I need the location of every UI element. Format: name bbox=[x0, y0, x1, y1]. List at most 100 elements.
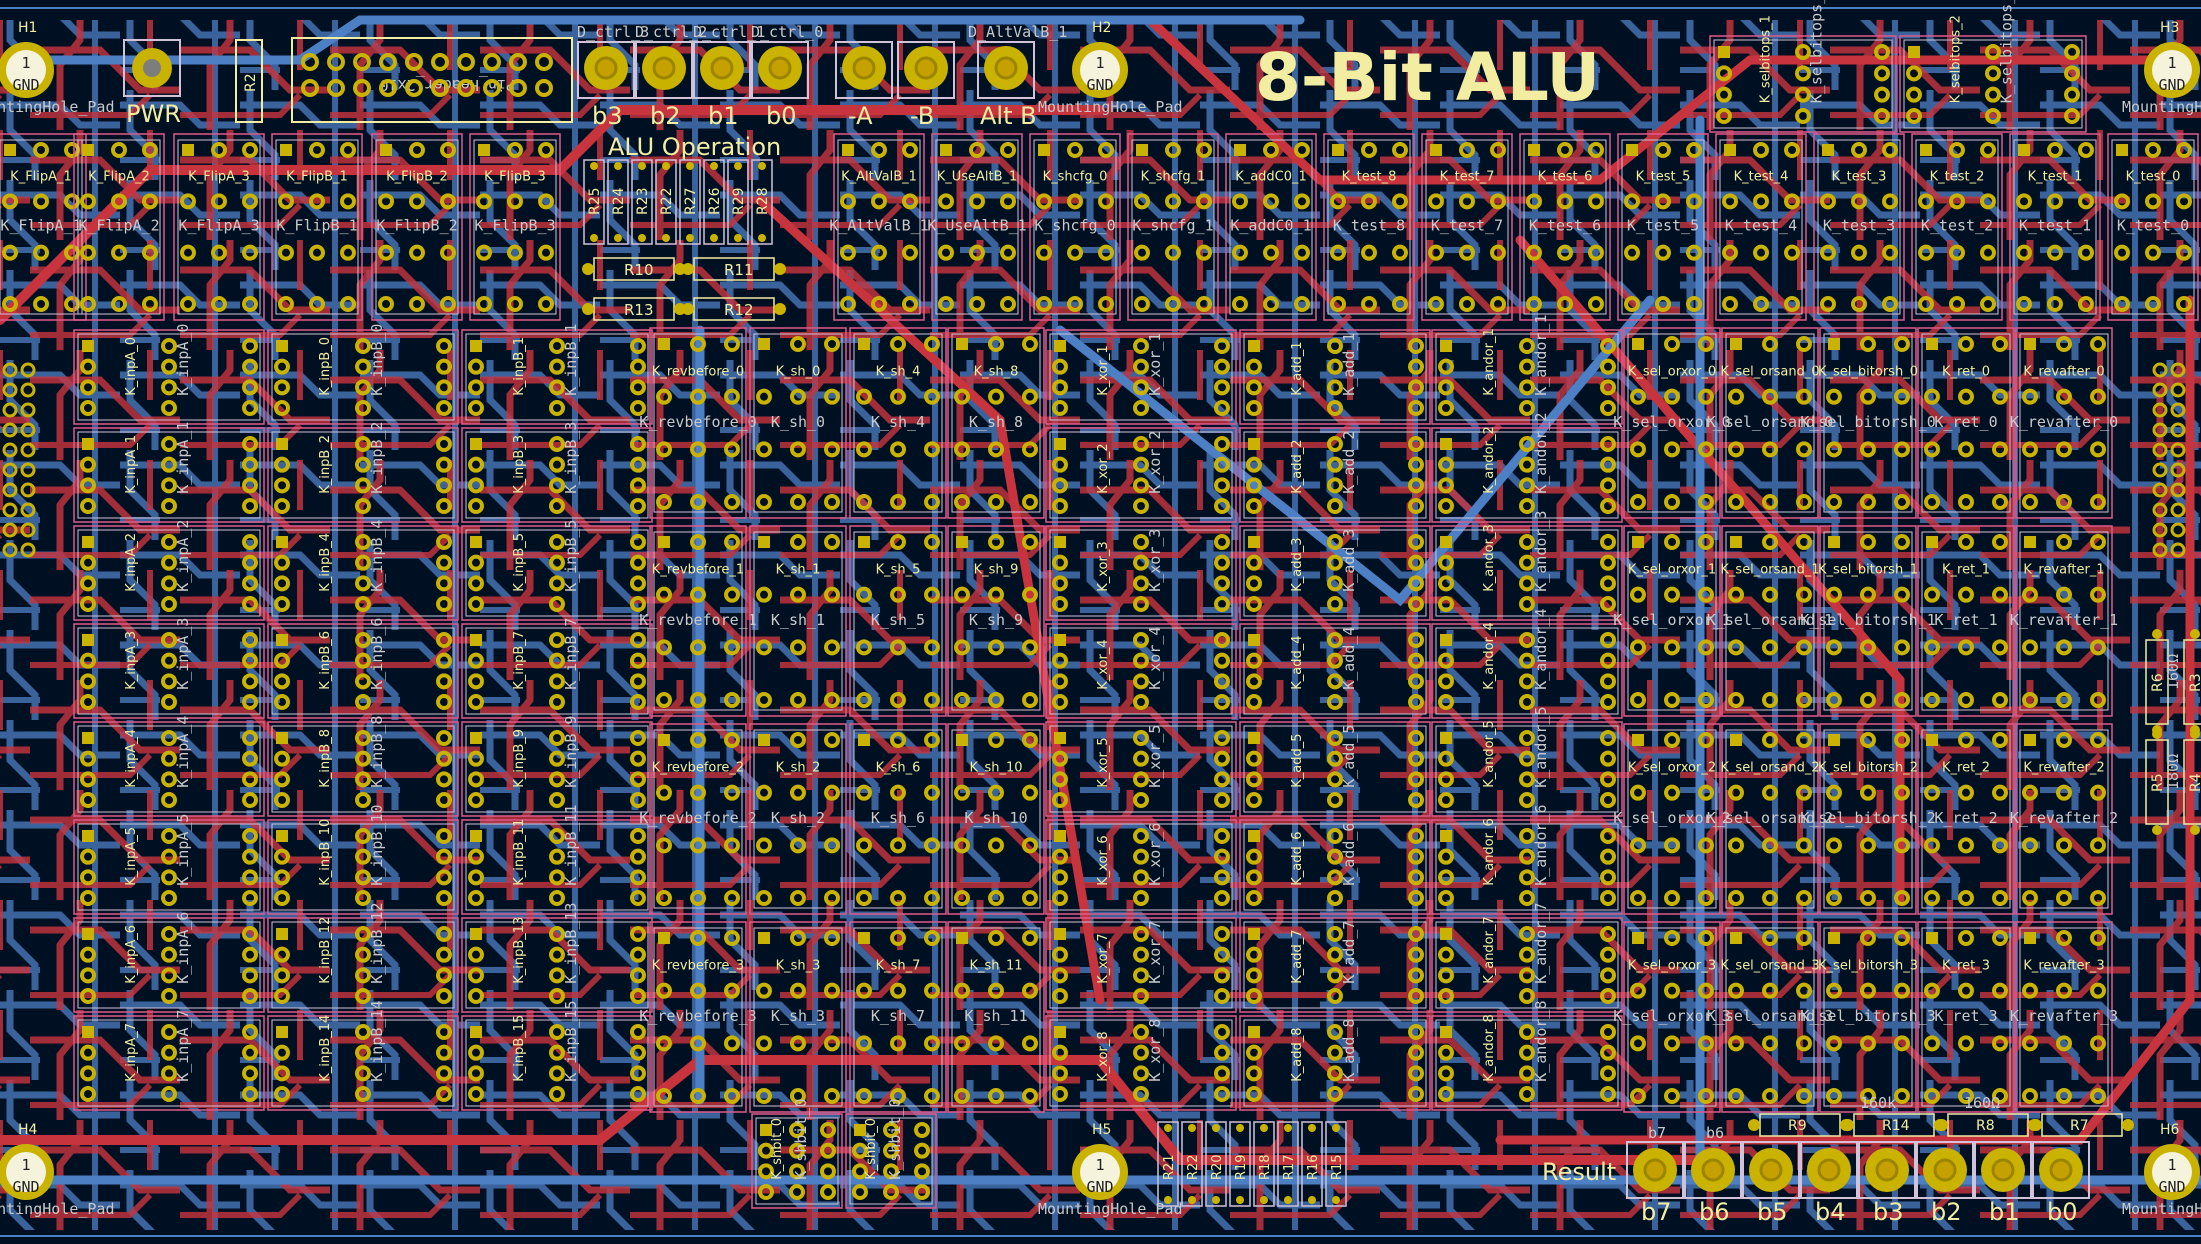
resistor-r22[interactable]: R22 bbox=[1181, 1121, 1203, 1207]
resistor-r21[interactable]: R21 bbox=[1157, 1121, 1179, 1207]
relay-k-test-1[interactable]: K_test_1K_test_1 bbox=[2009, 133, 2101, 321]
result-led-b7[interactable]: b7 bbox=[1626, 1141, 1684, 1226]
result-led-b3[interactable]: b3 bbox=[1858, 1141, 1916, 1226]
relay-k-sel-orxor-2[interactable]: K_sel_orxor_2K_sel_orxor_2 bbox=[1613, 723, 1731, 915]
relay-k-sel-bitorsh-3[interactable]: K_sel_bitorsh_3K_sel_bitorsh_3 bbox=[1800, 921, 1936, 1113]
relay-k-flipa-1[interactable]: K_FlipA_1K_FlipA_1 bbox=[0, 133, 87, 321]
relay-k-flipb-2[interactable]: K_FlipB_2K_FlipB_2 bbox=[371, 133, 463, 321]
mounting-hole-h3[interactable]: 1GNDH3MountingHole_Pad bbox=[2122, 20, 2201, 116]
relay-k-test-4[interactable]: K_test_4K_test_4 bbox=[1715, 133, 1807, 321]
mounting-hole-h4[interactable]: 1GNDH4MountingHole_Pad bbox=[0, 1122, 115, 1218]
result-led-b2[interactable]: b2 bbox=[1916, 1141, 1974, 1226]
ctrl-led-0[interactable]: D_ctrl_0b0 bbox=[751, 23, 823, 130]
ctrl-led-1[interactable]: D_ctrl_1b1 bbox=[693, 23, 765, 130]
relay-k-flipa-2[interactable]: K_FlipA_2K_FlipA_2 bbox=[73, 133, 165, 321]
relay-k-revbefore-0[interactable]: K_revbefore_0K_revbefore_0 bbox=[639, 327, 757, 519]
resistor-r4[interactable]: R4 bbox=[2183, 729, 2201, 835]
relay-k-sel-orsand-0[interactable]: K_sel_orsand_0K_sel_orsand_0 bbox=[1707, 327, 1833, 519]
resistor-r27[interactable]: R27 bbox=[679, 159, 701, 245]
relay-k-test-0[interactable]: K_test_0K_test_0 bbox=[2107, 133, 2199, 321]
relay-k-revbefore-1[interactable]: K_revbefore_1K_revbefore_1 bbox=[639, 525, 757, 717]
relay-k-ret-1[interactable]: K_ret_1K_ret_1 bbox=[1917, 525, 2015, 717]
relay-k-shcfg-1[interactable]: K_shcfg_1K_shcfg_1 bbox=[1127, 133, 1219, 321]
resistor-r16[interactable]: R16 bbox=[1301, 1121, 1323, 1207]
ctrl-led-3[interactable]: D_ctrl_3b3 bbox=[577, 23, 649, 130]
relay-k-revafter-1[interactable]: K_revafter_1K_revafter_1 bbox=[2010, 525, 2118, 717]
r2-resistor[interactable] bbox=[235, 39, 263, 123]
resistor-r25[interactable]: R25 bbox=[583, 159, 605, 245]
relay-k-sel-orsand-2[interactable]: K_sel_orsand_2K_sel_orsand_2 bbox=[1707, 723, 1833, 915]
pwr-connector[interactable] bbox=[123, 39, 181, 97]
relay-k-sel-bitorsh-1[interactable]: K_sel_bitorsh_1K_sel_bitorsh_1 bbox=[1800, 525, 1936, 717]
relay-k-ret-3[interactable]: K_ret_3K_ret_3 bbox=[1917, 921, 2015, 1113]
relay-k-flipb-1[interactable]: K_FlipB_1K_FlipB_1 bbox=[271, 133, 363, 321]
resistor-r12[interactable]: R12 bbox=[682, 297, 786, 321]
negate-b-switch[interactable]: -B bbox=[897, 41, 955, 130]
relay-k-flipa-3[interactable]: K_FlipA_3K_FlipA_3 bbox=[173, 133, 265, 321]
resistor-r7[interactable]: R7 bbox=[2030, 1113, 2134, 1137]
resistor-r19[interactable]: R19 bbox=[1229, 1121, 1251, 1207]
resistor-r28[interactable]: R28 bbox=[751, 159, 773, 245]
mounting-hole-h6[interactable]: 1GNDH6MountingHole_Pad bbox=[2122, 1122, 2201, 1218]
result-led-b6[interactable]: b6 bbox=[1684, 1141, 1742, 1226]
relay-k-revafter-0[interactable]: K_revafter_0K_revafter_0 bbox=[2010, 327, 2118, 519]
relay-k-sh-2[interactable]: K_sh_2K_sh_2 bbox=[749, 723, 847, 915]
relay-k-sel-orsand-1[interactable]: K_sel_orsand_1K_sel_orsand_1 bbox=[1707, 525, 1833, 717]
relay-k-sel-orxor-0[interactable]: K_sel_orxor_0K_sel_orxor_0 bbox=[1613, 327, 1731, 519]
result-led-b1[interactable]: b1 bbox=[1974, 1141, 2032, 1226]
relay-k-sel-orxor-3[interactable]: K_sel_orxor_3K_sel_orxor_3 bbox=[1613, 921, 1731, 1113]
relay-k-test-2[interactable]: K_test_2K_test_2 bbox=[1911, 133, 2003, 321]
relay-k-usealtb-1[interactable]: K_UseAltB_1K_UseAltB_1 bbox=[927, 133, 1027, 321]
relay-k-revbefore-2[interactable]: K_revbefore_2K_revbefore_2 bbox=[639, 723, 757, 915]
resistor-r10[interactable]: R10 bbox=[582, 257, 686, 281]
relay-k-ret-2[interactable]: K_ret_2K_ret_2 bbox=[1917, 723, 2015, 915]
relay-k-sh-4[interactable]: K_sh_4K_sh_4 bbox=[849, 327, 947, 519]
resistor-r29[interactable]: R29 bbox=[727, 159, 749, 245]
relay-k-addc0-1[interactable]: K_addC0_1K_addC0_1 bbox=[1225, 133, 1317, 321]
resistor-r17[interactable]: R17 bbox=[1277, 1121, 1299, 1207]
relay-k-sh-1[interactable]: K_sh_1K_sh_1 bbox=[749, 525, 847, 717]
result-led-b4[interactable]: b4 bbox=[1800, 1141, 1858, 1226]
mounting-hole-h1[interactable]: 1GNDH1MountingHole_Pad bbox=[0, 20, 115, 116]
relay-k-sh-9[interactable]: K_sh_9K_sh_9 bbox=[947, 525, 1045, 717]
resistor-r13[interactable]: R13 bbox=[582, 297, 686, 321]
